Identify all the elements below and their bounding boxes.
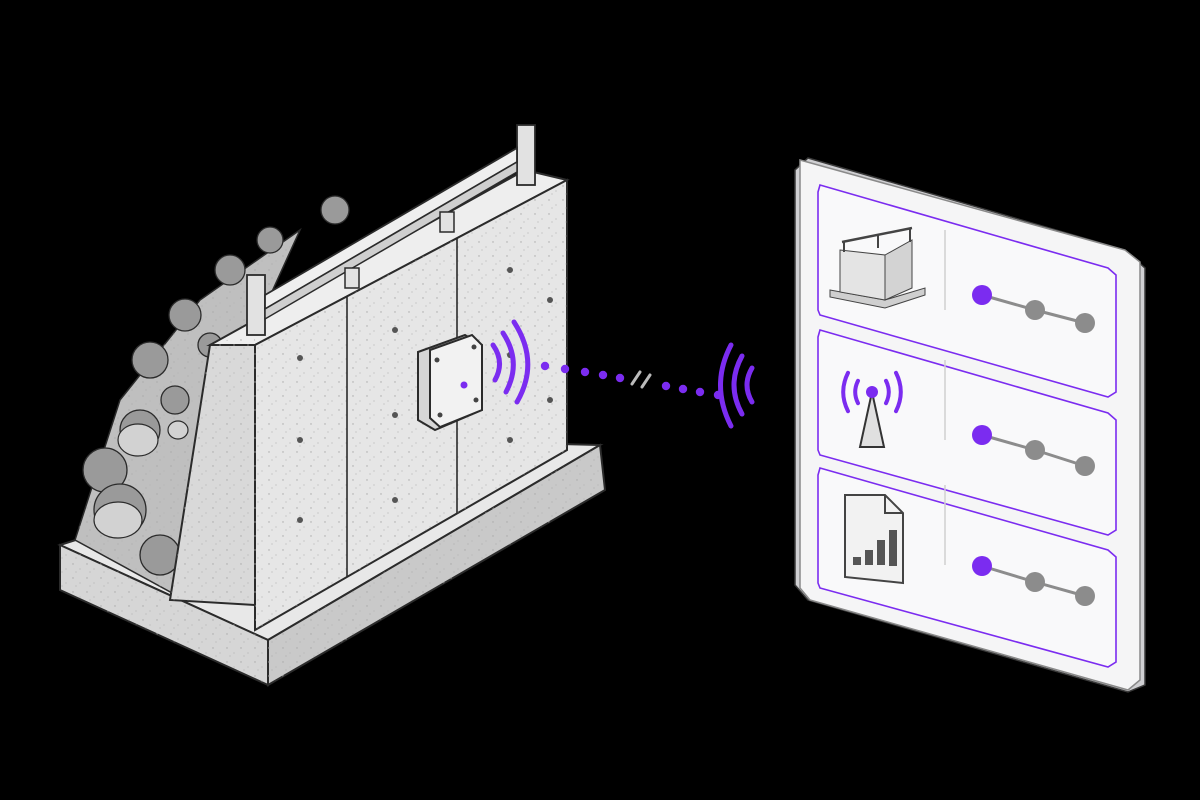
dashboard-row[interactable] xyxy=(817,184,1117,398)
link-dot xyxy=(695,387,705,397)
link-dot xyxy=(580,367,590,377)
progress-track xyxy=(972,285,1095,333)
progress-node-active xyxy=(972,425,992,445)
link-dot xyxy=(540,361,550,371)
wall-body xyxy=(168,168,570,632)
dashboard-row[interactable] xyxy=(817,467,1117,668)
retaining-wall-icon xyxy=(829,226,926,309)
signal-waves-incoming xyxy=(718,342,755,429)
retaining-wall xyxy=(57,124,607,687)
progress-node xyxy=(1075,586,1095,606)
link-dot xyxy=(598,370,608,380)
link-dot xyxy=(678,384,688,394)
progress-node xyxy=(1025,300,1045,320)
wireless-sensor-icon xyxy=(417,333,483,432)
vegetation-fill xyxy=(74,195,350,602)
progress-node xyxy=(1075,313,1095,333)
wireless-link-icon xyxy=(540,361,723,400)
progress-node xyxy=(1075,456,1095,476)
link-dot xyxy=(560,364,570,374)
progress-node-active xyxy=(972,556,992,576)
link-dot xyxy=(615,373,625,383)
progress-track xyxy=(972,556,1095,606)
antenna-tower-icon xyxy=(841,370,903,448)
report-chart-icon xyxy=(844,494,904,585)
progress-node xyxy=(1025,572,1045,592)
link-break-marker xyxy=(630,370,652,389)
progress-node xyxy=(1025,440,1045,460)
signal-waves-outgoing xyxy=(490,319,531,405)
sensor-status-led xyxy=(460,381,468,389)
progress-track xyxy=(972,425,1095,476)
dashboard-row[interactable] xyxy=(817,329,1117,536)
progress-node-active xyxy=(972,285,992,305)
link-dot xyxy=(661,381,671,391)
dashboard-panel xyxy=(794,157,1146,693)
guardrail xyxy=(246,124,536,336)
